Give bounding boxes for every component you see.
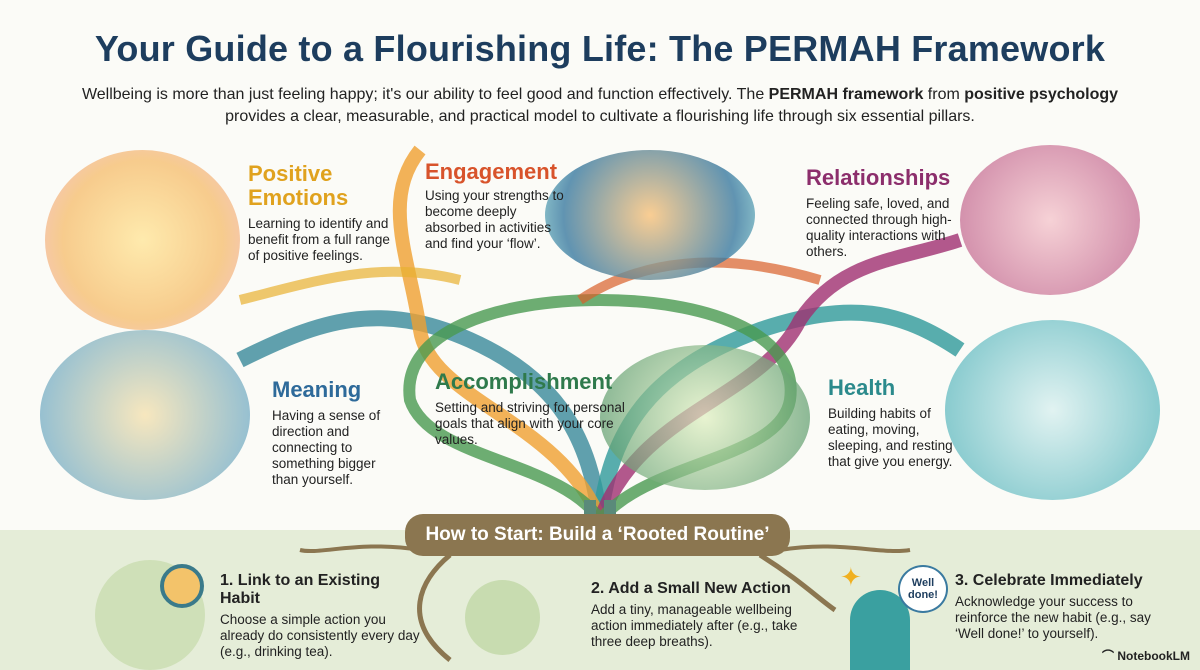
page-title: Your Guide to a Flourishing Life: The PE… — [94, 28, 1106, 69]
positive-emotions-illustration — [45, 150, 240, 330]
pillar-positive-emotions: Positive Emotions Learning to identify a… — [248, 162, 398, 264]
pillar-title: Positive Emotions — [248, 161, 349, 210]
meaning-illustration — [40, 330, 250, 500]
logo-icon: ⌒ — [1102, 649, 1118, 663]
sparkle-icon: ✦ — [840, 562, 862, 592]
step-desc: Choose a simple action you already do co… — [220, 612, 420, 659]
relationships-illustration — [960, 145, 1140, 295]
pillar-title: Engagement — [425, 159, 558, 184]
pillar-desc: Setting and striving for personal goals … — [435, 400, 625, 447]
pillar-desc: Having a sense of direction and connecti… — [272, 408, 381, 487]
step-title: 3. Celebrate Immediately — [955, 572, 1143, 589]
step-desc: Add a tiny, manageable wellbeing action … — [591, 602, 798, 649]
intro-part: Wellbeing is more than just feeling happ… — [81, 86, 769, 103]
speech-bubble-text: Well done! — [908, 577, 938, 601]
pillar-meaning: Meaning Having a sense of direction and … — [272, 378, 397, 488]
pillar-accomplishment: Accomplishment Setting and striving for … — [435, 370, 635, 448]
routine-banner: How to Start: Build a ‘Rooted Routine’ — [405, 514, 790, 556]
engagement-illustration — [545, 150, 755, 280]
step-title: 1. Link to an Existing Habit — [220, 572, 381, 607]
pillar-engagement: Engagement Using your strengths to becom… — [425, 160, 575, 252]
notebooklm-logo: ⌒ NotebookLM — [1102, 647, 1190, 664]
pillar-desc: Learning to identify and benefit from a … — [248, 216, 390, 263]
brand-text: NotebookLM — [1117, 649, 1190, 663]
intro-bold: PERMAH framework — [768, 86, 924, 103]
intro-part: provides a clear, measurable, and practi… — [225, 108, 975, 125]
pillar-desc: Building habits of eating, moving, sleep… — [828, 406, 953, 469]
man-celebrating-illustration — [850, 590, 910, 670]
pillar-title: Health — [828, 375, 896, 400]
step-desc: Acknowledge your success to reinforce th… — [955, 594, 1151, 641]
routine-step-3: 3. Celebrate Immediately Acknowledge you… — [955, 572, 1175, 642]
clock-icon — [160, 564, 204, 608]
accomplishment-illustration — [600, 345, 810, 490]
speech-bubble: Well done! — [898, 565, 948, 613]
pillar-title: Relationships — [806, 165, 951, 190]
plant-tea-illustration — [465, 580, 540, 655]
pillar-health: Health Building habits of eating, moving… — [828, 376, 953, 470]
routine-step-1: 1. Link to an Existing Habit Choose a si… — [220, 572, 420, 660]
pillar-title: Meaning — [272, 377, 362, 402]
health-illustration — [945, 320, 1160, 500]
pillar-relationships: Relationships Feeling safe, loved, and c… — [806, 166, 956, 260]
intro-text: Wellbeing is more than just feeling happ… — [80, 84, 1120, 128]
routine-step-2: 2. Add a Small New Action Add a tiny, ma… — [591, 580, 811, 650]
pillar-desc: Using your strengths to become deeply ab… — [425, 188, 564, 251]
pillar-desc: Feeling safe, loved, and connected throu… — [806, 196, 952, 259]
step-title: 2. Add a Small New Action — [591, 580, 791, 597]
intro-part: from — [923, 86, 965, 103]
pillar-title: Accomplishment — [435, 369, 613, 394]
intro-bold: positive psychology — [964, 86, 1119, 103]
